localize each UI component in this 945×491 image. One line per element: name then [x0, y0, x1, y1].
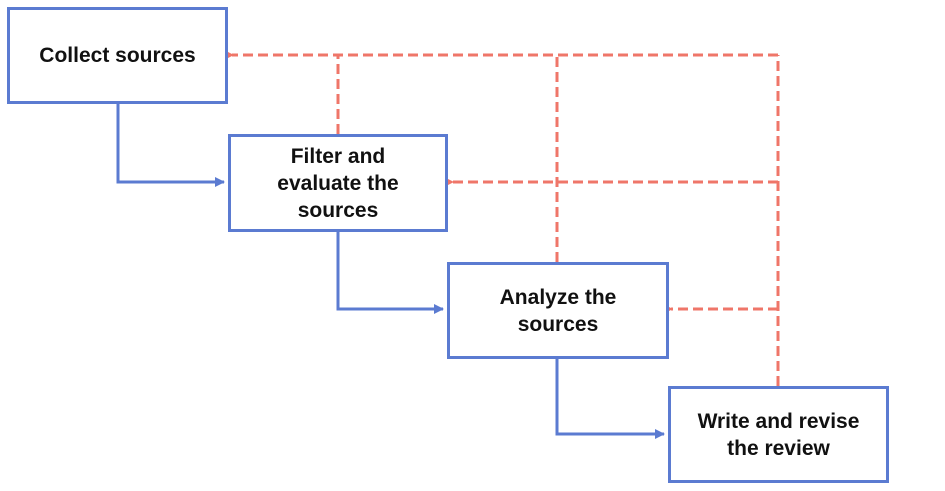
- edge-collect-to-filter: [116, 104, 225, 187]
- node-filter-evaluate: Filter and evaluate the sources: [228, 134, 448, 232]
- node-label: Filter and evaluate the sources: [277, 144, 399, 222]
- node-label: Write and revise the review: [697, 409, 860, 460]
- node-label: Analyze the sources: [499, 285, 617, 336]
- node-write-revise: Write and revise the review: [668, 386, 889, 483]
- edge-analyze-to-write: [555, 359, 665, 439]
- node-collect-sources: Collect sources: [7, 7, 228, 104]
- edge-filter-to-analyze: [336, 232, 444, 314]
- node-analyze-sources: Analyze the sources: [447, 262, 669, 359]
- node-label: Collect sources: [39, 44, 196, 67]
